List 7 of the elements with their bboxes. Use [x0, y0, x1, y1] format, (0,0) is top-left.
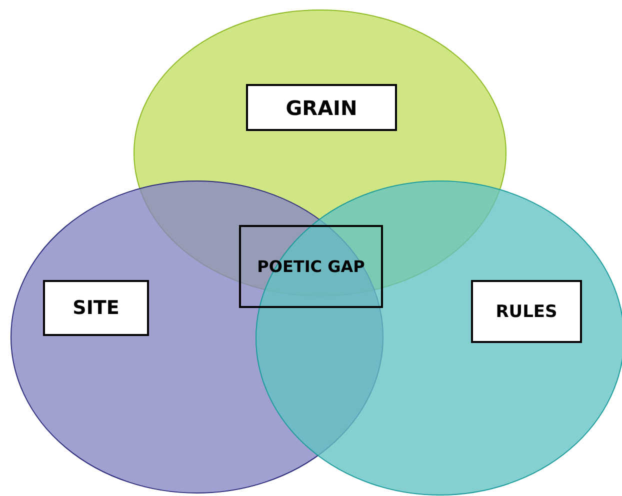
- set-label: RULES: [496, 302, 558, 322]
- label-box: [43, 280, 149, 336]
- label-box: [471, 280, 582, 343]
- set-label: POETIC GAP: [257, 257, 365, 276]
- label-box: [246, 84, 397, 131]
- set-label: SITE: [72, 297, 120, 319]
- set-label: GRAIN: [286, 96, 358, 120]
